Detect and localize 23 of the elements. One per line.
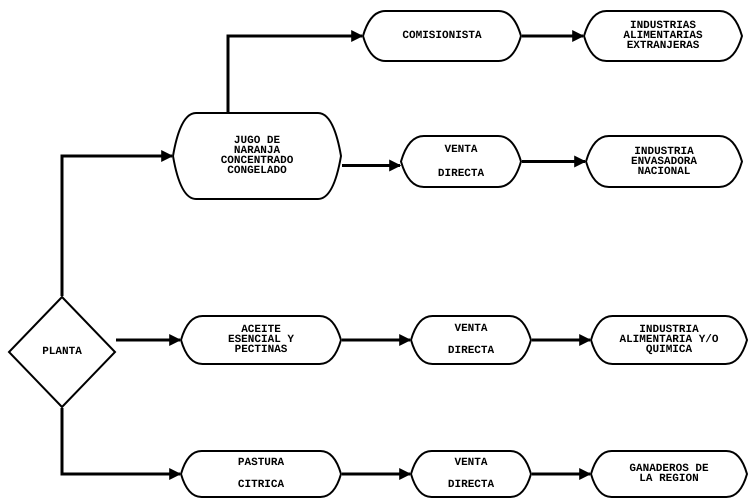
node-label: INDUSTRIAS ALIMENTARIAS EXTRANJERAS — [622, 21, 704, 51]
arrow — [522, 156, 586, 168]
node-label: GANADEROS DE LA REGION — [629, 464, 709, 484]
arrow — [342, 334, 412, 346]
arrow — [60, 408, 182, 480]
arrow — [116, 334, 182, 346]
arrow — [532, 468, 592, 480]
node-label: ACEITE ESENCIAL Y PECTINAS — [226, 325, 295, 355]
node-label: VENTA DIRECTA — [446, 322, 496, 359]
arrow — [522, 30, 584, 42]
arrow — [342, 160, 402, 172]
node-label: PLANTA — [41, 347, 83, 357]
node-label: PASTURA CITRICA — [236, 456, 286, 493]
arrow — [342, 468, 412, 480]
node-label: INDUSTRIA ENVASADORA NACIONAL — [630, 146, 698, 176]
node-label: INDUSTRIA ALIMENTARIA Y/O QUIMICA — [619, 325, 719, 355]
node-label: COMISIONISTA — [401, 31, 483, 41]
node-label: JUGO DE NARANJA CONCENTRADO CONGELADO — [220, 136, 294, 176]
node-label: VENTA DIRECTA — [436, 142, 486, 182]
arrow — [60, 150, 174, 296]
arrow — [532, 334, 592, 346]
arrow — [226, 30, 364, 112]
node-label: VENTA DIRECTA — [446, 456, 496, 493]
